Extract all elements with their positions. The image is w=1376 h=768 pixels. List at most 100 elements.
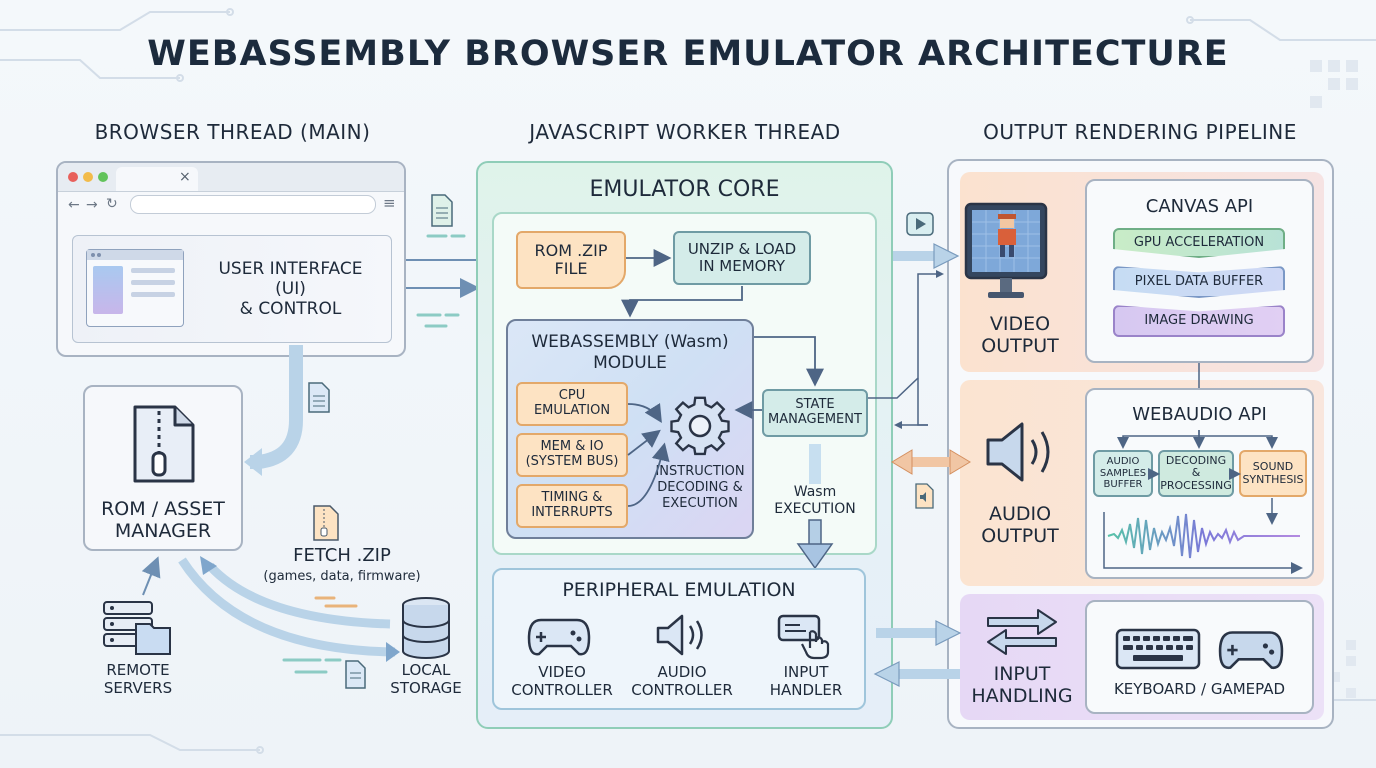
video-controller-line2: CONTROLLER (511, 681, 613, 699)
peripheral-title: PERIPHERAL EMULATION (562, 579, 796, 601)
cpu-emulation-line2: EMULATION (533, 403, 611, 418)
samples-line3: BUFFER (1103, 479, 1143, 491)
unzip-load-line2: IN MEMORY (698, 257, 786, 275)
timing-line2: INTERRUPTS (531, 505, 613, 520)
window-minimize-dot[interactable] (83, 172, 93, 182)
window-maximize-dot[interactable] (98, 172, 108, 182)
file-icon-a (431, 194, 453, 227)
samples-line1: AUDIO (1106, 456, 1140, 468)
reload-icon[interactable]: ↻ (106, 196, 118, 212)
forward-arrow-icon[interactable]: → (86, 197, 98, 213)
waveform (1107, 513, 1300, 559)
swap-arrows-icon (987, 609, 1057, 655)
audio-output-line1: AUDIO (988, 503, 1052, 525)
unzip-load: UNZIP & LOAD IN MEMORY (673, 231, 811, 285)
mem-io-line2: (SYSTEM BUS) (525, 454, 619, 469)
local-storage-line2: STORAGE (390, 679, 462, 697)
gamepad-icon (527, 618, 591, 656)
column-heading-worker: JAVASCRIPT WORKER THREAD (529, 120, 841, 144)
cpu-emulation: CPU EMULATION (516, 382, 628, 426)
file-icon-b (308, 382, 330, 413)
rom-zip-file-line2: FILE (554, 259, 588, 278)
ui-label-line3: & CONTROL (239, 299, 342, 319)
state-management: STATE MANAGEMENT (762, 389, 868, 437)
sound-synthesis: SOUND SYNTHESIS (1239, 450, 1307, 497)
decoding-line2: PROCESSING (1160, 478, 1232, 492)
mem-io: MEM & IO (SYSTEM BUS) (516, 433, 628, 477)
keyboard-icon (1115, 628, 1201, 670)
browser-window: × ← → ↻ ≡ USER INTERFACE (UI) & CONTROL (56, 161, 406, 357)
column-heading-browser: BROWSER THREAD (MAIN) (94, 120, 371, 144)
input-handler-icon (777, 614, 830, 660)
monitor-icon (964, 202, 1048, 298)
timing-line1: TIMING & (541, 490, 603, 506)
rom-manager-label-line2: MANAGER (114, 520, 212, 542)
gear-icon (670, 396, 730, 456)
column-heading-output: OUTPUT RENDERING PIPELINE (983, 120, 1297, 144)
emulator-core-title: EMULATOR CORE (589, 177, 780, 202)
video-output-line2: OUTPUT (981, 335, 1059, 357)
video-controller-line1: VIDEO (538, 663, 586, 681)
page-title: WEBASSEMBLY BROWSER EMULATOR ARCHITECTUR… (147, 34, 1229, 74)
speaker-icon (656, 614, 703, 656)
rom-manager-label-line1: ROM / ASSET (101, 498, 225, 520)
wasm-module-title-line1: WEBASSEMBLY (Wasm) (531, 332, 729, 352)
input-handler-line1: INPUT (783, 663, 829, 681)
ui-label-line2: (UI) (275, 279, 306, 299)
decoding-processing: DECODING & PROCESSING (1158, 450, 1234, 497)
synth-line1: SOUND (1252, 459, 1294, 473)
gamepad-output-icon (1218, 631, 1284, 670)
tab-close-icon[interactable]: × (179, 169, 191, 185)
tab[interactable] (116, 167, 198, 191)
zip-icon-small (313, 505, 339, 541)
fetch-zip-label: FETCH .ZIP (293, 545, 391, 566)
address-bar[interactable] (130, 195, 376, 214)
remote-servers-line1: REMOTE (106, 661, 170, 679)
database-icon (402, 597, 450, 659)
rom-asset-manager: ROM / ASSET MANAGER (83, 385, 243, 551)
wasm-module-title-line2: MODULE (593, 353, 667, 373)
zip-file-icon (133, 405, 195, 483)
mem-io-line1: MEM & IO (540, 439, 604, 455)
input-handler-line2: HANDLER (769, 681, 843, 699)
audio-controller-line2: CONTROLLER (631, 681, 733, 699)
wasm-execution-line2: EXECUTION (774, 501, 856, 517)
file-icon-c (345, 660, 366, 689)
state-line2: MANAGEMENT (768, 412, 862, 427)
window-close-dot[interactable] (68, 172, 78, 182)
fetch-zip-sublabel: (games, data, firmware) (263, 569, 421, 584)
audio-samples-buffer: AUDIO SAMPLES BUFFER (1093, 450, 1153, 497)
browser-titlebar (58, 163, 404, 192)
samples-line2: SAMPLES (1099, 467, 1147, 479)
audio-output-line2: OUTPUT (981, 525, 1059, 547)
state-line1: STATE (795, 397, 835, 413)
instruction-line1: INSTRUCTION (655, 464, 745, 479)
unzip-load-line1: UNZIP & LOAD (687, 239, 797, 258)
remote-servers-line2: SERVERS (103, 679, 173, 697)
decoding-line1: DECODING & (1165, 453, 1227, 480)
cpu-emulation-line1: CPU (558, 388, 586, 404)
server-icon (103, 601, 171, 655)
input-handling-line1: INPUT (993, 663, 1051, 685)
webaudio-api-title: WEBAUDIO API (1132, 404, 1267, 425)
rom-zip-file: ROM .ZIP FILE (516, 231, 626, 289)
back-arrow-icon[interactable]: ← (68, 197, 80, 213)
keyboard-gamepad-label: KEYBOARD / GAMEPAD (1113, 680, 1286, 698)
wasm-execution-line1: Wasm (793, 484, 837, 500)
instruction-line2: DECODING & (657, 480, 743, 495)
video-output-line1: VIDEO (989, 313, 1051, 335)
rom-zip-file-line1: ROM .ZIP (534, 240, 608, 260)
timing-interrupts: TIMING & INTERRUPTS (516, 484, 628, 528)
audio-speaker-icon (986, 422, 1050, 482)
ui-mockup-icon (86, 249, 184, 327)
local-storage-line1: LOCAL (401, 661, 451, 679)
instruction-line3: EXECUTION (662, 496, 738, 511)
audio-controller-line1: AUDIO (657, 663, 707, 681)
synth-line2: SYNTHESIS (1242, 472, 1304, 486)
menu-icon[interactable]: ≡ (383, 194, 396, 212)
